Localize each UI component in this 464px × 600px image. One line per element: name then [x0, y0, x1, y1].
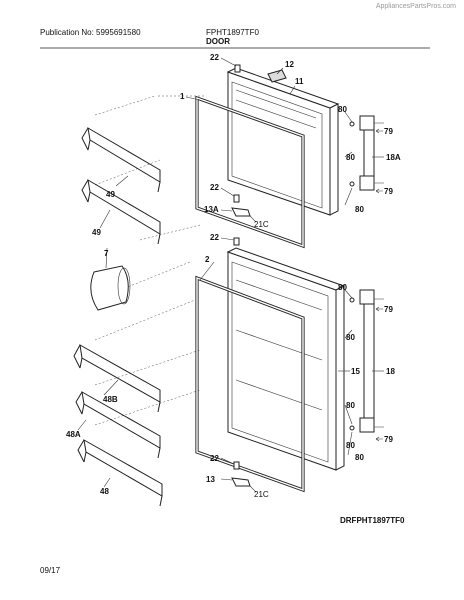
revision-date: 09/17	[40, 566, 61, 575]
freezer-shelf-lower	[87, 179, 161, 235]
door-shelf-48	[83, 439, 163, 497]
leader-lines	[77, 57, 384, 493]
section-title: DOOR	[206, 37, 230, 46]
callout-22-bottom: 22	[210, 454, 219, 463]
freezer-shelf-upper	[87, 127, 161, 183]
callout-13: 13	[206, 475, 215, 484]
handle-end-cap-bottom	[359, 417, 375, 433]
middle-hinge	[231, 207, 251, 217]
screw-icon	[349, 297, 355, 303]
callout-80-d: 80	[338, 283, 347, 292]
callout-15: 15	[351, 367, 360, 376]
callout-12: 12	[285, 60, 294, 69]
callout-18a: 18A	[386, 153, 401, 162]
label-plate	[267, 69, 287, 83]
callout-1: 1	[180, 92, 185, 101]
fresh-food-liner-ribs	[235, 279, 323, 411]
callout-49-b: 49	[92, 228, 101, 237]
callout-22-mid: 22	[210, 183, 219, 192]
bottom-hinge	[231, 477, 251, 487]
callout-80-g: 80	[355, 453, 364, 462]
callout-80-e: 80	[346, 333, 355, 342]
callout-79-c: 79	[384, 305, 393, 314]
door-shelf-48a	[81, 391, 161, 449]
callout-48: 48	[100, 487, 109, 496]
callout-21c-bottom: 21C	[254, 490, 269, 499]
callout-80-h: 80	[346, 441, 355, 450]
handle-end-cap-top	[359, 289, 375, 305]
callout-79-d: 79	[384, 435, 393, 444]
callout-80-a: 80	[338, 105, 347, 114]
callout-22-top: 22	[210, 53, 219, 62]
callout-13a: 13A	[204, 205, 219, 214]
callout-80-b: 80	[346, 153, 355, 162]
callout-22-upper: 22	[210, 233, 219, 242]
watermark: AppliancesPartsPros.com	[375, 3, 456, 10]
screw-icon	[349, 181, 355, 187]
fresh-food-door-side-edge	[335, 285, 345, 471]
callout-11: 11	[295, 77, 304, 86]
callout-80-c: 80	[355, 205, 364, 214]
fresh-food-door-handle	[363, 289, 375, 433]
freezer-door-liner	[231, 81, 323, 209]
fresh-food-door-liner	[231, 261, 329, 463]
callout-79-b: 79	[384, 187, 393, 196]
model-number: FPHT1897TF0	[206, 28, 259, 37]
callout-7: 7	[104, 249, 109, 258]
freezer-door-outer	[227, 71, 331, 216]
callout-80-f: 80	[346, 401, 355, 410]
hinge-pin-upper	[233, 237, 240, 246]
hinge-pin-middle	[233, 194, 240, 203]
handle-end-cap-bottom	[359, 175, 375, 191]
callout-48b: 48B	[103, 395, 118, 404]
callout-2: 2	[205, 255, 210, 264]
door-shelf-48b	[79, 344, 161, 403]
freezer-door-assembly	[81, 64, 384, 249]
hinge-pin-top	[234, 64, 241, 73]
hinge-pin-bottom	[233, 461, 240, 470]
screw-icon	[349, 425, 355, 431]
fresh-food-door-assembly	[73, 237, 384, 507]
explode-lines-lower	[94, 261, 201, 426]
arrow-icons	[375, 128, 383, 442]
callout-18: 18	[386, 367, 395, 376]
callout-49-a: 49	[106, 190, 115, 199]
freezer-liner-ribs	[235, 89, 317, 129]
diagram-id: DRFPHT1897TF0	[340, 516, 405, 525]
callout-21c-top: 21C	[254, 220, 269, 229]
freezer-door-side-edge	[329, 103, 339, 216]
callout-48a: 48A	[66, 430, 81, 439]
publication-number: Publication No: 5995691580	[40, 28, 141, 37]
callout-79-a: 79	[384, 127, 393, 136]
handle-end-cap-top	[359, 115, 375, 131]
screw-icon	[349, 121, 355, 127]
explode-lines-upper	[94, 95, 205, 241]
